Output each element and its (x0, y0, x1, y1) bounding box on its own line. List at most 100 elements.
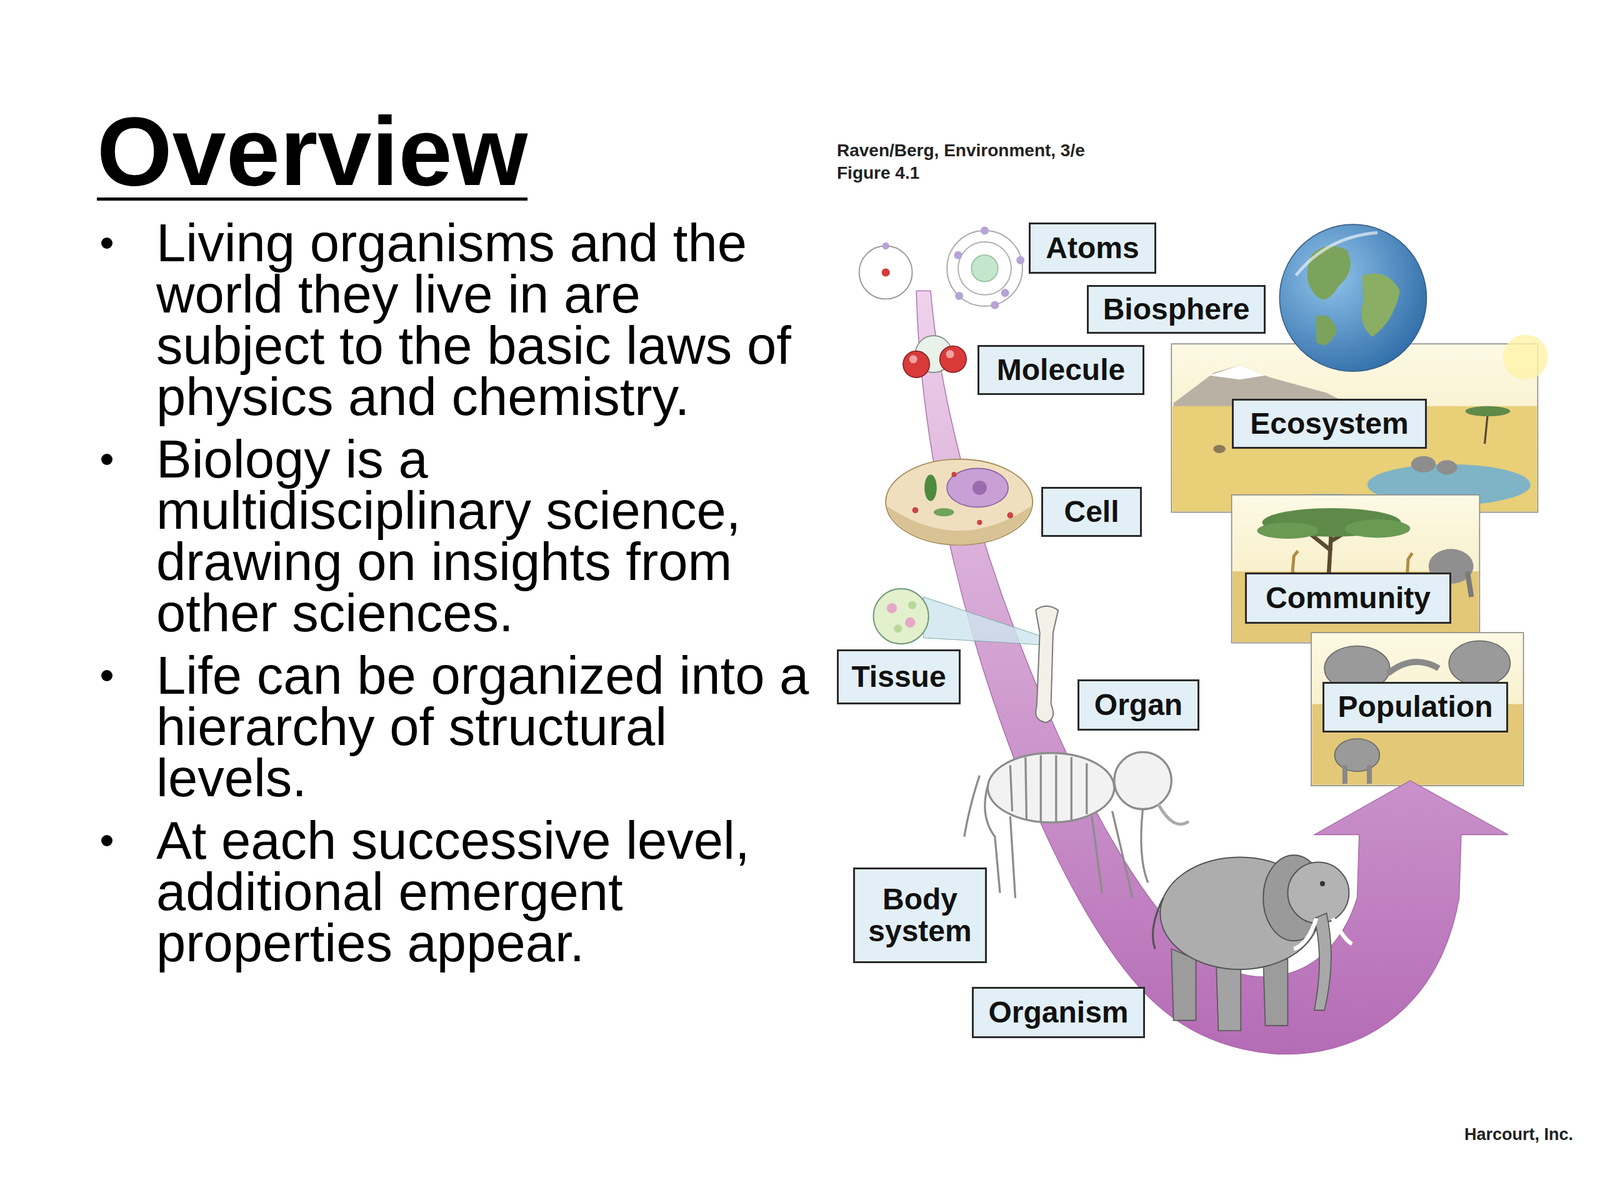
tissue-magnifier-part (905, 617, 915, 628)
community-scene-part (1467, 571, 1472, 597)
hydrogen-atom (859, 242, 913, 300)
hierarchy-arrow (916, 290, 1509, 1054)
level-label: Ecosystem (1250, 408, 1409, 440)
elephant-organism-part (1263, 959, 1288, 1026)
cell-drawing-part (885, 505, 1033, 545)
atom-model-part (1016, 256, 1025, 265)
level-label: Molecule (996, 354, 1125, 386)
level-label: Biosphere (1103, 293, 1250, 325)
hydrogen-atom-part (881, 268, 890, 277)
tissue-magnifier-part (873, 588, 929, 644)
cell-drawing-part (1006, 512, 1014, 519)
level-label-box: Organism (971, 986, 1145, 1039)
elephant-organism-part (1216, 964, 1241, 1031)
atom-model-part (954, 251, 963, 260)
level-label: Organ (1094, 689, 1183, 721)
biosphere-globe-part (1316, 315, 1337, 345)
hydrogen-atom-part (859, 245, 913, 299)
tissue-magnifier-part (923, 596, 1044, 645)
level-label-box: Tissue (836, 649, 961, 705)
bullet-text: At each successive level, additional eme… (156, 810, 750, 973)
bullet-item: Life can be organized into a hierarchy o… (156, 650, 813, 804)
atom-model-part (1001, 288, 1010, 297)
level-label-box: Community (1245, 572, 1452, 624)
atom-model-part (958, 241, 1012, 295)
biosphere-globe-part (1361, 273, 1400, 337)
population-scene-part (1311, 632, 1524, 786)
community-scene-part (1232, 571, 1479, 642)
level-label-box: Ecosystem (1231, 398, 1427, 449)
slide-title: Overview (96, 105, 528, 201)
elephant-skeleton-part (1141, 808, 1149, 883)
water-molecule-part (940, 345, 967, 372)
cell-drawing-part (946, 468, 1009, 507)
level-label-box: Biosphere (1086, 285, 1266, 334)
community-scene-part (1345, 519, 1410, 538)
bullet-item: At each successive level, additional eme… (156, 815, 813, 969)
biosphere-globe-part (1279, 224, 1427, 372)
water-molecule-part (903, 351, 930, 378)
ecosystem-scene-part (1209, 365, 1266, 380)
elephant-skeleton-part (964, 775, 980, 837)
level-label-box: Molecule (977, 345, 1145, 395)
population-scene-part (1345, 765, 1370, 784)
source-text: Figure 4.1 (836, 161, 1085, 185)
elephant-skeleton-part (1010, 755, 1087, 823)
atom-model-part (946, 230, 1023, 307)
ecosystem-scene-part (1485, 413, 1489, 444)
level-label-box: Organ (1077, 679, 1200, 731)
tissue-magnifier-part (908, 601, 917, 610)
population-scene-part (1335, 738, 1380, 772)
ecosystem-scene-part (1213, 445, 1226, 454)
elephant-skeleton-part (1114, 751, 1172, 809)
level-label: Tissue (851, 661, 946, 693)
level-label: Atoms (1045, 232, 1139, 264)
atom-model-part (955, 291, 964, 300)
bullet-dot (101, 670, 113, 682)
elephant-organism-part (1153, 898, 1164, 950)
bullet-list: Living organisms and the world they live… (156, 217, 813, 980)
level-label-box: Body system (853, 867, 987, 964)
bone-organ (1035, 606, 1059, 723)
cell-drawing-part (976, 520, 982, 525)
ecosystem-scene-part (1465, 406, 1510, 417)
elephant-organism-part (1293, 918, 1317, 949)
cell-drawing-part (951, 471, 957, 477)
elephant-organism-part (1332, 918, 1352, 944)
atom-model (946, 226, 1025, 309)
source-text: Raven/Berg, Environment, 3/e (836, 139, 1085, 162)
tissue-magnifier-part (893, 624, 902, 633)
elephant-skeleton (964, 751, 1189, 898)
cell-drawing (885, 459, 1033, 545)
level-label-box: Cell (1041, 486, 1142, 537)
ecosystem-scene-part (1503, 335, 1549, 380)
water-molecule (903, 335, 967, 378)
bullet-dot (101, 835, 113, 847)
elephant-organism-part (1171, 948, 1196, 1020)
elephant-organism-part (1314, 913, 1332, 1010)
bullet-dot (101, 453, 113, 465)
elephant-skeleton-part (985, 785, 1133, 899)
elephant-skeleton-part (1158, 804, 1189, 825)
water-molecule-part (945, 350, 954, 359)
elephant-organism-part (1320, 881, 1325, 887)
bullet-text: Biology is a multidisciplinary science, … (156, 429, 741, 643)
cell-drawing-part (912, 506, 919, 514)
elephant-organism-part (1287, 862, 1349, 924)
community-scene-part (1231, 495, 1480, 644)
cell-drawing-part (885, 459, 1033, 545)
level-label-box: Population (1322, 681, 1509, 733)
tissue-magnifier-part (886, 603, 897, 614)
population-scene-part (1387, 661, 1439, 674)
biosphere-globe (1279, 224, 1427, 372)
cell-drawing-part (972, 480, 987, 495)
community-scene-part (1256, 522, 1319, 539)
population-scene (1311, 632, 1524, 786)
bullet-text: Life can be organized into a hierarchy o… (156, 645, 809, 808)
hydrogen-atom-part (881, 242, 889, 250)
community-scene (1231, 495, 1480, 644)
bullet-item: Living organisms and the world they live… (156, 217, 813, 423)
atom-model-part (980, 226, 989, 235)
biosphere-globe-part (1306, 245, 1351, 299)
